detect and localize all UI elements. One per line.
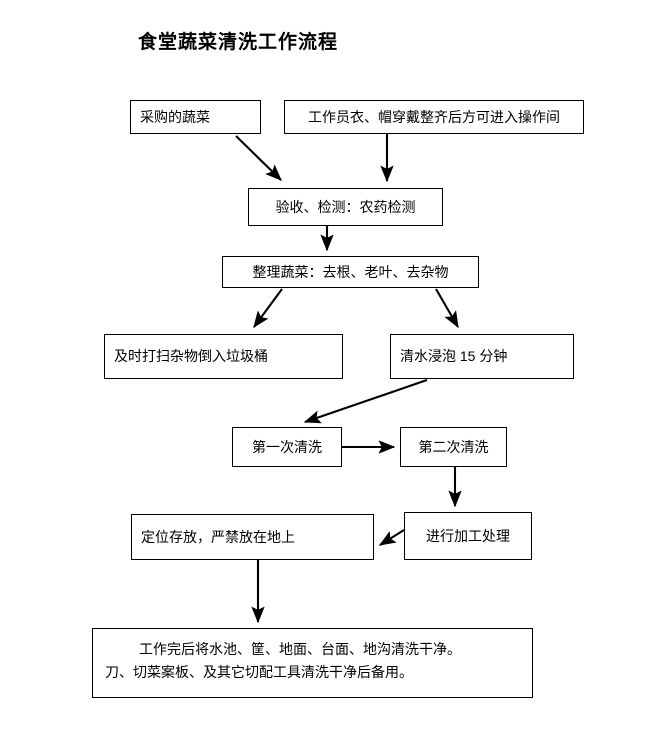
node-storage-label: 定位存放，严禁放在地上 (141, 528, 295, 545)
node-purchase[interactable]: 采购的蔬菜 (130, 100, 261, 134)
page-title: 食堂蔬菜清洗工作流程 (138, 32, 339, 53)
connector-purchase-to-inspect (235, 135, 282, 181)
connector-soak-to-wash1 (303, 379, 428, 424)
connector-process-to-store (378, 529, 405, 546)
node-soak-label: 清水浸泡 15 分钟 (400, 348, 508, 365)
node-inspection-label: 验收、检测：农药检测 (275, 198, 416, 215)
node-inspection[interactable]: 验收、检测：农药检测 (248, 188, 443, 226)
node-waste-disposal-label: 及时打扫杂物倒入垃圾桶 (114, 348, 268, 365)
node-dress-code[interactable]: 工作员衣、帽穿戴整齐后方可进入操作间 (284, 100, 584, 134)
node-cleanup[interactable]: 工作完后将水池、筐、地面、台面、地沟清洗干净。 刀、切菜案板、及其它切配工具清洗… (92, 628, 533, 698)
node-second-wash-label: 第二次清洗 (418, 438, 489, 455)
node-trim-vegetables-label: 整理蔬菜：去根、老叶、去杂物 (252, 263, 449, 280)
node-purchase-label: 采购的蔬菜 (140, 108, 210, 125)
node-trim-vegetables[interactable]: 整理蔬菜：去根、老叶、去杂物 (222, 256, 479, 288)
node-cleanup-label: 工作完后将水池、筐、地面、台面、地沟清洗干净。 刀、切菜案板、及其它切配工具清洗… (105, 641, 461, 680)
node-first-wash[interactable]: 第一次清洗 (232, 427, 342, 467)
connector-trim-to-waste (253, 288, 283, 329)
node-soak[interactable]: 清水浸泡 15 分钟 (390, 334, 574, 379)
node-processing-label: 进行加工处理 (426, 527, 510, 544)
node-processing[interactable]: 进行加工处理 (404, 512, 532, 560)
node-first-wash-label: 第一次清洗 (252, 438, 322, 455)
node-dress-code-label: 工作员衣、帽穿戴整齐后方可进入操作间 (308, 108, 560, 125)
node-waste-disposal[interactable]: 及时打扫杂物倒入垃圾桶 (104, 334, 343, 379)
connector-trim-to-soak (435, 288, 459, 329)
node-second-wash[interactable]: 第二次清洗 (400, 427, 507, 467)
node-storage[interactable]: 定位存放，严禁放在地上 (131, 514, 374, 560)
